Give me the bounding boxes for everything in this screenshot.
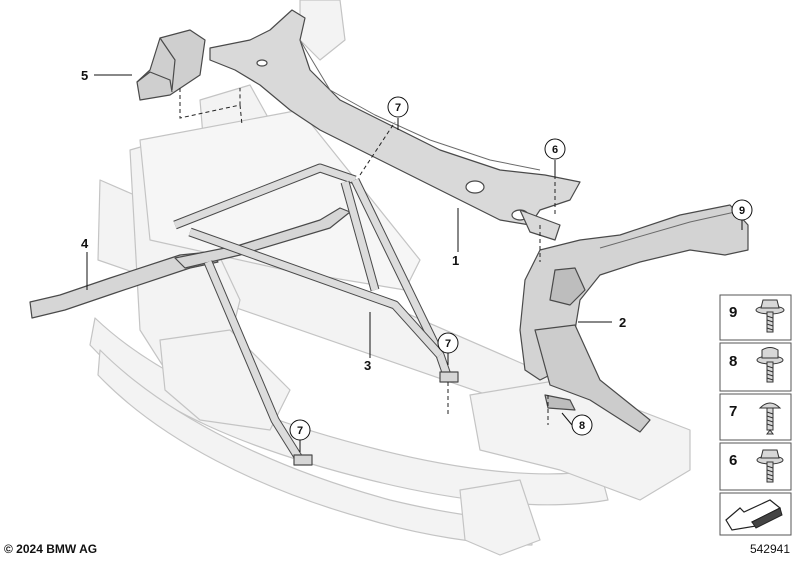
part-front-strut: [29, 207, 351, 319]
callout-circle-6: 6: [544, 138, 566, 160]
direction-arrow-icon: [725, 499, 783, 531]
fastener-legend: 9 8 7: [719, 294, 792, 536]
callout-2: 2: [619, 315, 626, 330]
assembly-dash-lines: [179, 88, 556, 425]
svg-text:7: 7: [297, 425, 303, 437]
callout-1: 1: [452, 253, 459, 268]
svg-text:9: 9: [729, 304, 737, 321]
svg-text:7: 7: [395, 102, 401, 114]
callout-circle-8: 8: [571, 414, 593, 436]
svg-text:8: 8: [729, 353, 737, 370]
callout-5: 5: [81, 68, 88, 83]
callout-circle-7-top: 7: [387, 96, 409, 118]
hex-bolt-icon: [756, 449, 784, 483]
callout-3: 3: [364, 358, 371, 373]
svg-text:6: 6: [552, 144, 558, 156]
legend-item-8: 8: [719, 342, 792, 392]
part-right-bracket: [519, 204, 749, 433]
callout-circle-7-mid: 7: [437, 332, 459, 354]
legend-item-7: 7: [719, 393, 792, 441]
legend-item-6: 6: [719, 442, 792, 491]
ghost-mid-box: [159, 329, 291, 431]
svg-text:9: 9: [739, 205, 745, 217]
callout-circle-7-bottom: 7: [289, 419, 311, 441]
legend-item-9: 9: [719, 294, 792, 341]
hex-flange-bolt-icon: [755, 299, 785, 333]
ghost-right-bottom: [459, 479, 541, 556]
svg-text:6: 6: [729, 452, 737, 469]
part-tube-brace: [173, 163, 459, 466]
washer-screw-icon: [756, 347, 784, 383]
leader-lines: [86, 74, 743, 452]
copyright-label: © 2024 BMW AG: [4, 542, 98, 556]
callout-circle-9: 9: [731, 199, 753, 221]
svg-text:7: 7: [445, 338, 451, 350]
part-upper-cross-brace: [209, 9, 581, 241]
callout-4: 4: [81, 236, 89, 251]
svg-text:7: 7: [729, 403, 737, 420]
part-cover: [136, 29, 206, 101]
pan-head-screw-icon: [758, 402, 782, 435]
svg-text:8: 8: [579, 420, 585, 432]
legend-item-arrow: [719, 492, 792, 536]
diagram-id-label: 542941: [749, 542, 790, 556]
